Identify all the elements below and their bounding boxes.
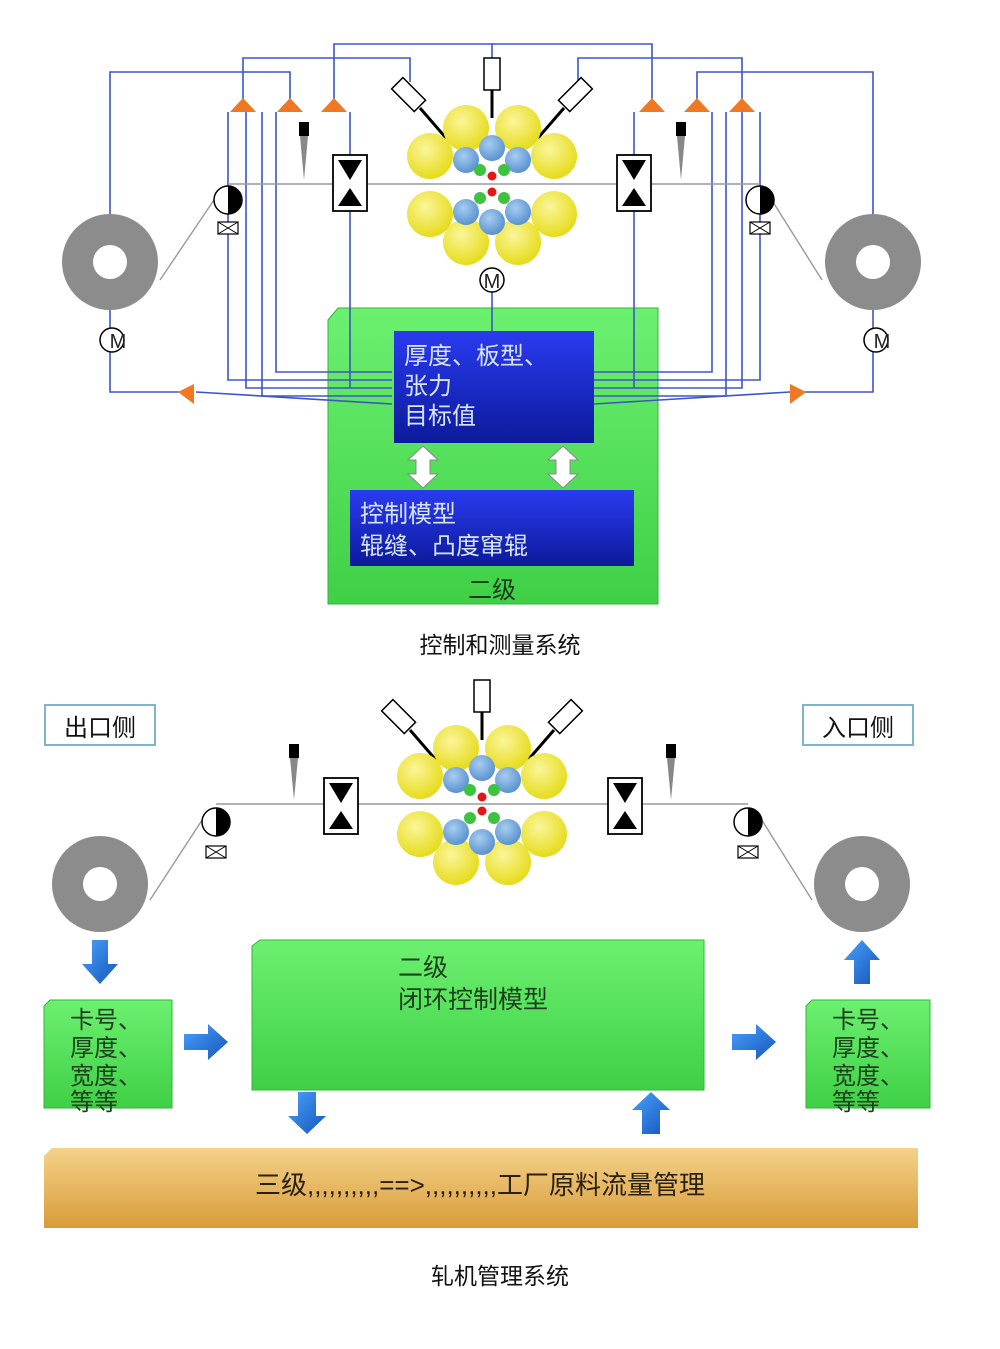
motor-right: M <box>863 327 891 353</box>
arrow-up-center <box>632 1092 670 1134</box>
left-box-line-2: 厚度、 <box>70 1035 142 1062</box>
gauge-needle-right-bottom <box>666 744 676 800</box>
hourglass-left-bottom <box>323 777 359 835</box>
left-data-box <box>43 999 173 1109</box>
coil-left-bottom <box>52 836 148 932</box>
hourglass-right-bottom <box>607 777 643 835</box>
right-data-box <box>805 999 931 1109</box>
level3-bar <box>44 1148 918 1228</box>
left-box-line-1: 卡号、 <box>70 1007 142 1034</box>
left-box-line-4: 等等 <box>70 1089 118 1116</box>
arrow-right-left <box>184 1024 228 1060</box>
target-line-2: 张力 <box>404 373 452 400</box>
motor-left-label: M <box>110 331 127 353</box>
model-line-1: 控制模型 <box>360 501 456 528</box>
tension-roll-left <box>213 185 243 235</box>
flow-arrows <box>82 940 880 1134</box>
sensor-triangles <box>178 98 806 404</box>
hourglass-right <box>616 154 652 212</box>
left-box-line-3: 宽度、 <box>70 1063 142 1090</box>
right-box-line-4: 等等 <box>832 1089 880 1116</box>
tension-roll-right-bottom <box>733 807 763 859</box>
model-line-2: 辊缝、凸度窜辊 <box>360 533 528 560</box>
target-value-box <box>394 331 594 443</box>
tension-roll-left-bottom <box>201 807 231 859</box>
motor-center-label: M <box>484 271 501 293</box>
center-model-box <box>251 939 705 1091</box>
probes-top <box>390 57 594 139</box>
control-model-box <box>350 490 634 566</box>
motor-right-label: M <box>874 331 891 353</box>
caption-control-measurement: 控制和测量系统 <box>419 633 581 659</box>
gauge-needle-left <box>299 122 309 180</box>
mill-management-svg: 二级 闭环控制模型 卡号、 厚度、 宽度、 等等 卡号、 厚度、 宽度、 等等 … <box>43 679 931 1228</box>
arrow-down-left-coil <box>82 940 118 984</box>
strip-line-bottom <box>149 803 813 901</box>
motor-center: M <box>479 267 505 293</box>
entry-side-label: 入口侧 <box>802 704 914 746</box>
coil-right <box>825 214 921 310</box>
gauge-needle-right <box>676 122 686 180</box>
right-box-line-1: 卡号、 <box>832 1007 904 1034</box>
level2-label-top: 二级 <box>468 577 516 604</box>
right-box-line-2: 厚度、 <box>832 1035 904 1062</box>
coil-right-bottom <box>814 836 910 932</box>
signal-lines <box>109 43 874 405</box>
caption-mill-management: 轧机管理系统 <box>431 1264 569 1290</box>
exit-side-label: 出口侧 <box>44 704 156 746</box>
target-line-3: 目标值 <box>404 403 476 430</box>
coil-left <box>62 214 158 310</box>
control-measurement-diagram: M M M 厚度、板型、 张力 目标值 控制模型 辊缝、凸度窜辊 二级 <box>0 0 1000 620</box>
arrow-down-center <box>288 1092 326 1134</box>
arrow-right-right <box>732 1024 776 1060</box>
motor-left: M <box>99 327 127 353</box>
tension-roll-right <box>745 185 775 235</box>
target-line-1: 厚度、板型、 <box>404 343 548 370</box>
double-arrows <box>406 445 580 489</box>
mill-management-diagram: 二级 闭环控制模型 卡号、 厚度、 宽度、 等等 卡号、 厚度、 宽度、 等等 … <box>0 670 1000 1270</box>
level3-bar-label: 三级,,,,,,,,,,==>,,,,,,,,,,工厂原料流量管理 <box>255 1170 705 1200</box>
control-measurement-svg: M M M 厚度、板型、 张力 目标值 控制模型 辊缝、凸度窜辊 二级 <box>62 43 921 605</box>
probes-bottom <box>380 679 584 761</box>
right-box-line-3: 宽度、 <box>832 1063 904 1090</box>
center-box-line-2: 闭环控制模型 <box>398 986 548 1014</box>
roll-stack-top <box>407 105 577 265</box>
arrow-up-right-coil <box>844 940 880 984</box>
gauge-needle-left-bottom <box>289 744 299 800</box>
center-box-line-1: 二级 <box>398 954 448 982</box>
hourglass-left <box>332 154 368 212</box>
roll-stack-bottom <box>397 725 567 885</box>
strip-line <box>159 183 823 281</box>
